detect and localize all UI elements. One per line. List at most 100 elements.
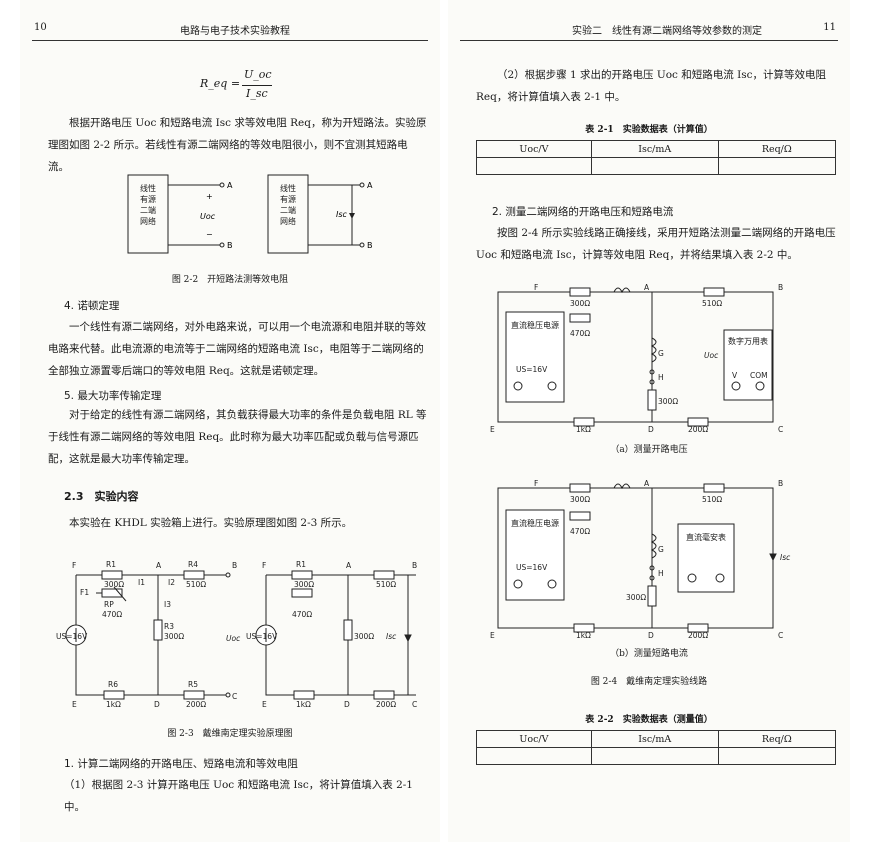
- ammeter-label: 直流毫安表: [686, 533, 726, 542]
- figure-2-3: F R1 300Ω F1 RP 470Ω I1 I2 I3 A R3 300Ω …: [56, 560, 417, 709]
- svg-text:510Ω: 510Ω: [376, 580, 396, 589]
- svg-text:300Ω: 300Ω: [354, 632, 374, 641]
- svg-text:300Ω: 300Ω: [570, 495, 590, 504]
- table-row: [476, 157, 837, 175]
- svg-text:300Ω: 300Ω: [104, 580, 124, 589]
- section-5-title: 5. 最大功率传输定理: [64, 390, 162, 402]
- svg-text:A: A: [156, 561, 162, 570]
- table1-header-req: Req/Ω: [717, 140, 837, 158]
- svg-text:C: C: [412, 700, 417, 709]
- svg-text:300Ω: 300Ω: [164, 632, 184, 641]
- formula-numerator: U_oc: [244, 68, 272, 81]
- table2-caption: 表 2-2 实验数据表（测量值）: [585, 715, 713, 725]
- fig22-open-circuit: Uoc + − A B 线性有源二端网络: [127, 174, 233, 254]
- figure-2-2: Uoc + − A B 线性有源二端网络 Isc A B 线性有源二端网络: [127, 174, 373, 254]
- svg-text:C: C: [232, 692, 237, 701]
- table2-header-uoc: Uoc/V: [476, 730, 592, 748]
- svg-text:F: F: [72, 561, 76, 570]
- svg-text:G: G: [658, 349, 664, 358]
- svg-text:+: +: [206, 192, 213, 201]
- right-page: 实验二 线性有源二端网络等效参数的测定 11 （2）根据步骤 1 求出的开路电压…: [448, 0, 850, 842]
- fig23-right-circuit: [255, 570, 416, 700]
- fig24a-caption: （a）测量开路电压: [610, 445, 688, 455]
- svg-text:470Ω: 470Ω: [292, 610, 312, 619]
- table-row: [476, 747, 837, 765]
- table-row: Uoc/V Isc/mA Req/Ω: [476, 140, 837, 158]
- svg-text:US=16V: US=16V: [56, 632, 88, 641]
- fig23-left-circuit: [65, 570, 231, 700]
- running-head: 实验二 线性有源二端网络等效参数的测定: [572, 26, 762, 37]
- formula-denominator: I_sc: [246, 87, 268, 100]
- dmm-v-label: V: [732, 371, 738, 380]
- svg-text:I3: I3: [164, 600, 171, 609]
- svg-text:Uoc: Uoc: [226, 634, 241, 643]
- svg-text:200Ω: 200Ω: [186, 700, 206, 709]
- dc-source-label-b: 直流稳压电源: [511, 519, 559, 528]
- svg-text:D: D: [648, 631, 654, 638]
- section-2-body: 按图 2-4 所示实验线路正确接线，采用开短路法测量二端网络的开路电压 Uoc …: [476, 227, 836, 261]
- fig22-box-label-2: 线性有源二端网络: [280, 184, 296, 226]
- svg-text:C: C: [778, 631, 783, 638]
- running-head: 电路与电子技术实验教程: [180, 26, 290, 37]
- section-4-body: 一个线性有源二端网络，对外电路来说，可以用一个电流源和电阻并联的等效电路来代替。…: [48, 321, 426, 377]
- svg-text:R5: R5: [188, 680, 198, 689]
- table-row: Uoc/V Isc/mA Req/Ω: [476, 730, 837, 748]
- svg-text:R6: R6: [108, 680, 118, 689]
- fig22-short-circuit: Isc A B 线性有源二端网络: [267, 174, 373, 254]
- svg-text:470Ω: 470Ω: [102, 610, 122, 619]
- svg-text:F: F: [534, 283, 538, 292]
- formula-lhs: R_eq =: [200, 77, 241, 90]
- page-number: 11: [823, 22, 836, 33]
- figure-2-4a: 直流稳压电源 US=16V 数字万用表 V COM G H 300Ω 470Ω …: [490, 283, 783, 432]
- svg-text:C: C: [778, 425, 783, 432]
- svg-text:Uoc: Uoc: [704, 351, 719, 360]
- fig22-term-a1: A: [227, 181, 233, 190]
- svg-text:300Ω: 300Ω: [294, 580, 314, 589]
- svg-text:D: D: [154, 700, 160, 709]
- table2-header-isc: Isc/mA: [590, 730, 719, 748]
- section-2-3-body: 本实验在 KHDL 实验箱上进行。实验原理图如图 2-3 所示。: [69, 517, 353, 529]
- step-1-title: 1. 计算二端网络的开路电压、短路电流和等效电阻: [64, 758, 298, 770]
- svg-text:1kΩ: 1kΩ: [106, 700, 121, 709]
- svg-text:R1: R1: [106, 560, 116, 569]
- svg-text:D: D: [648, 425, 654, 432]
- table1-caption: 表 2-1 实验数据表（计算值）: [585, 125, 713, 135]
- step-2-body: （2）根据步骤 1 求出的开路电压 Uoc 和短路电流 Isc，计算等效电阻 R…: [476, 69, 827, 103]
- source-value-b: US=16V: [516, 563, 548, 572]
- svg-text:B: B: [778, 479, 783, 488]
- fig22-term-b2: B: [367, 241, 373, 250]
- source-value-a: US=16V: [516, 365, 548, 374]
- svg-text:300Ω: 300Ω: [570, 299, 590, 308]
- fig22-caption: 图 2-2 开短路法测等效电阻: [171, 275, 289, 285]
- table1-header-uoc: Uoc/V: [476, 140, 592, 158]
- fig22-term-b1: B: [227, 241, 233, 250]
- svg-text:A: A: [644, 283, 650, 292]
- svg-text:D: D: [344, 700, 350, 709]
- fig22-box-label-1: 线性有源二端网络: [140, 184, 156, 226]
- svg-text:E: E: [262, 700, 267, 709]
- svg-text:510Ω: 510Ω: [702, 495, 722, 504]
- svg-text:A: A: [346, 561, 352, 570]
- table-2-2: Uoc/V Isc/mA Req/Ω: [476, 730, 837, 765]
- svg-text:H: H: [658, 569, 664, 578]
- svg-text:300Ω: 300Ω: [626, 593, 646, 602]
- svg-text:H: H: [658, 373, 664, 382]
- left-page: 10 电路与电子技术实验教程 R_eq = U_oc I_sc 根据开路电压 U…: [20, 0, 440, 842]
- svg-text:F: F: [534, 479, 538, 488]
- formula: R_eq = U_oc I_sc: [200, 68, 290, 102]
- section-2-3-title: 2.3 实验内容: [64, 490, 139, 503]
- table2-header-req: Req/Ω: [717, 730, 837, 748]
- svg-text:B: B: [778, 283, 783, 292]
- svg-text:B: B: [412, 561, 417, 570]
- fig23-left-labels: F R1 300Ω F1 RP 470Ω I1 I2 I3 A R3 300Ω …: [56, 560, 241, 709]
- fig23-right-labels: F R1 300Ω 470Ω A 300Ω 510Ω B US=16V Isc …: [246, 560, 417, 709]
- svg-text:A: A: [644, 479, 650, 488]
- para-open-short: 根据开路电压 Uoc 和短路电流 Isc 求等效电阻 Req，称为开短路法。实验…: [48, 117, 427, 173]
- svg-text:RP: RP: [104, 600, 114, 609]
- svg-text:Isc: Isc: [780, 553, 791, 562]
- svg-text:B: B: [232, 561, 237, 570]
- svg-text:470Ω: 470Ω: [570, 329, 590, 338]
- section-2-title: 2. 测量二端网络的开路电压和短路电流: [492, 206, 674, 218]
- svg-text:470Ω: 470Ω: [570, 527, 590, 536]
- svg-text:200Ω: 200Ω: [688, 631, 708, 638]
